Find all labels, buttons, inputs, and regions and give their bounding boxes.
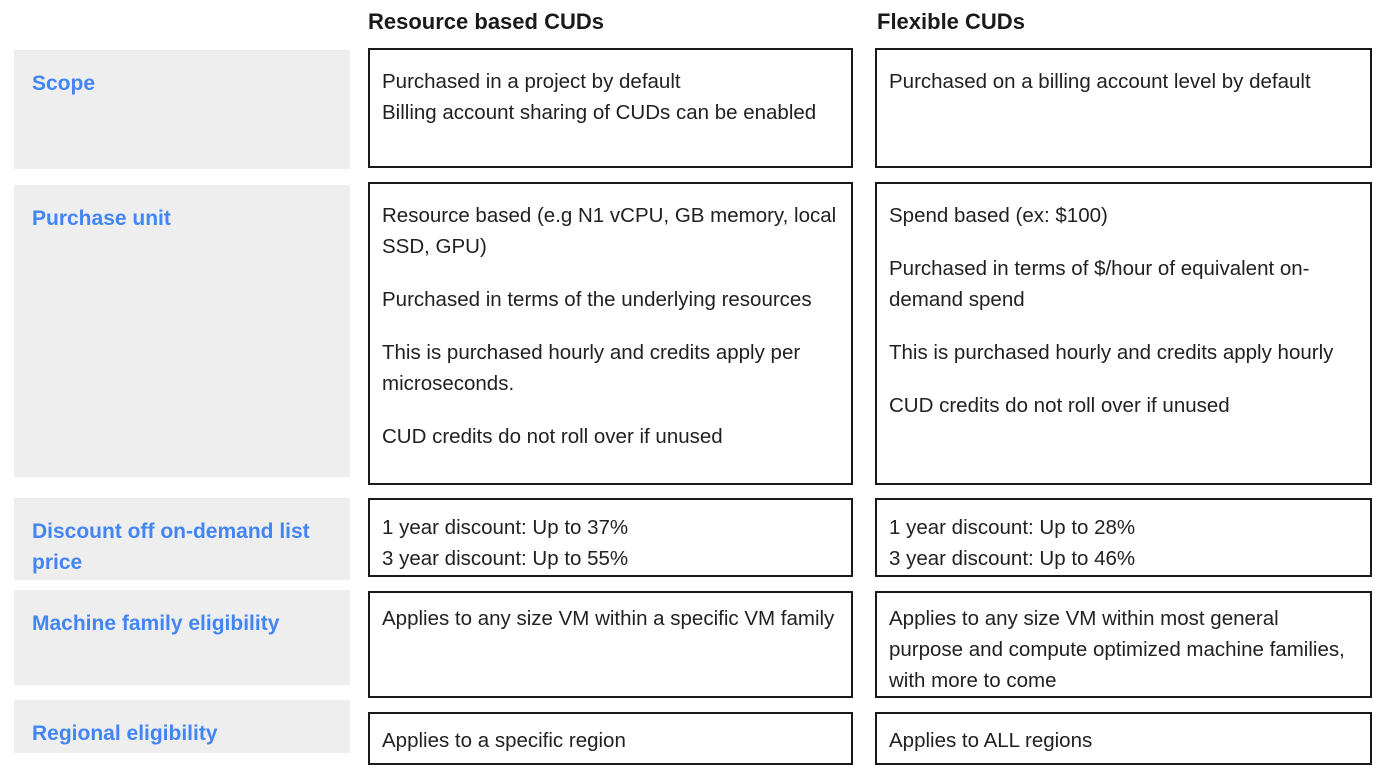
cell-paragraph: Resource based (e.g N1 vCPU, GB memory, … [382, 204, 837, 258]
cell-paragraph: Applies to a specific region [382, 729, 626, 752]
cell-paragraph: CUD credits do not roll over if unused [889, 394, 1230, 417]
cell-purchase-unit-resource-based: Resource based (e.g N1 vCPU, GB memory, … [368, 182, 853, 485]
cell-discount-flexible: 1 year discount: Up to 28% 3 year discou… [875, 498, 1372, 577]
cell-paragraph: Purchased in a project by default Billin… [382, 70, 817, 124]
row-label-discount-off-on-demand-list-price: Discount off on-demand list price [14, 498, 350, 580]
cell-scope-resource-based: Purchased in a project by default Billin… [368, 48, 853, 168]
cell-paragraph: This is purchased hourly and credits app… [382, 341, 801, 395]
cell-paragraph: Applies to any size VM within a specific… [382, 607, 835, 630]
row-label-machine-family-eligibility: Machine family eligibility [14, 590, 350, 685]
cell-scope-flexible: Purchased on a billing account level by … [875, 48, 1372, 168]
cell-paragraph: Purchased in terms of the underlying res… [382, 288, 812, 311]
column-header-resource-based-cuds: Resource based CUDs [368, 9, 604, 34]
cell-paragraph: Applies to any size VM within most gener… [889, 607, 1345, 692]
cell-paragraph: CUD credits do not roll over if unused [382, 425, 723, 448]
column-header-flexible-cuds: Flexible CUDs [877, 9, 1025, 34]
cell-paragraph: Purchased on a billing account level by … [889, 70, 1311, 93]
row-label-regional-eligibility: Regional eligibility [14, 700, 350, 753]
cell-paragraph: 1 year discount: Up to 28% 3 year discou… [889, 516, 1136, 570]
cell-machine-family-resource-based: Applies to any size VM within a specific… [368, 591, 853, 698]
row-label-scope: Scope [14, 50, 350, 169]
cell-paragraph: Applies to ALL regions [889, 729, 1093, 752]
cell-regional-flexible: Applies to ALL regions [875, 712, 1372, 765]
row-label-purchase-unit: Purchase unit [14, 185, 350, 477]
cell-paragraph: This is purchased hourly and credits app… [889, 341, 1334, 364]
cell-paragraph: Purchased in terms of $/hour of equivale… [889, 257, 1310, 311]
cell-paragraph: 1 year discount: Up to 37% 3 year discou… [382, 516, 629, 570]
cell-purchase-unit-flexible: Spend based (ex: $100) Purchased in terms… [875, 182, 1372, 485]
cell-paragraph: Spend based (ex: $100) [889, 204, 1108, 227]
cell-regional-resource-based: Applies to a specific region [368, 712, 853, 765]
cell-machine-family-flexible: Applies to any size VM within most gener… [875, 591, 1372, 698]
cell-discount-resource-based: 1 year discount: Up to 37% 3 year discou… [368, 498, 853, 577]
